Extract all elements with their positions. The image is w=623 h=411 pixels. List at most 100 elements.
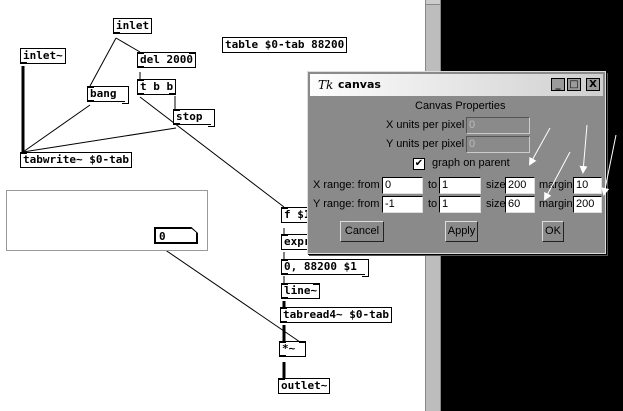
close-button[interactable]: X [586, 78, 600, 91]
table-object[interactable]: table $0-tab 88200 [222, 37, 348, 53]
tabwrite-object[interactable]: tabwrite~ $0-tab [20, 152, 132, 168]
control-wire [22, 104, 91, 153]
outlet-signal-object[interactable]: outlet~ [278, 378, 331, 394]
number-box-value: 0 [159, 230, 166, 243]
x-range-to-field[interactable]: 1 [439, 177, 481, 194]
control-wire [89, 37, 117, 87]
x-size-value: 200 [508, 179, 527, 191]
x-range-from-field[interactable]: 0 [382, 177, 423, 194]
trigger-object[interactable]: t b b [137, 79, 177, 95]
x-size-label: size [486, 179, 506, 191]
inlet-port[interactable] [88, 86, 94, 88]
x-from-value: 0 [385, 179, 392, 191]
outlet-port[interactable] [282, 297, 288, 299]
dialog-heading: Canvas Properties [415, 100, 506, 112]
y-range-from-field[interactable]: -1 [382, 196, 423, 213]
float-object[interactable]: f $1 [281, 207, 314, 223]
message-label: stop [176, 110, 203, 123]
x-margin-field[interactable]: 10 [573, 177, 602, 194]
x-to-value: 1 [442, 179, 449, 191]
inlet-port[interactable] [282, 283, 288, 285]
inlet-port[interactable] [299, 341, 305, 343]
apply-button[interactable]: Apply [445, 221, 478, 242]
delay-object[interactable]: del 2000 [137, 52, 196, 68]
inlet-port[interactable] [280, 341, 286, 343]
outlet-port[interactable] [174, 123, 180, 125]
y-units-field[interactable]: 0 [466, 136, 530, 153]
x-to-label: to [428, 179, 438, 191]
object-label: table $0-tab 88200 [225, 38, 345, 51]
expr-object[interactable]: expr [281, 234, 314, 250]
message-label: bang [90, 87, 117, 100]
object-label: del 2000 [140, 53, 193, 66]
inlet-port[interactable] [138, 79, 144, 81]
y-size-label: size [486, 198, 506, 210]
x-units-field[interactable]: 0 [466, 117, 530, 134]
y-margin-label: margin [539, 198, 573, 210]
x-margin-label: margin [539, 179, 573, 191]
inlet-object[interactable]: inlet [113, 18, 153, 34]
outlet-port[interactable] [114, 32, 120, 34]
number-box[interactable]: 0 [155, 228, 197, 243]
inlet-port[interactable] [313, 283, 320, 285]
object-label: inlet~ [23, 49, 63, 62]
object-label: outlet~ [281, 379, 328, 392]
y-size-field[interactable]: 60 [505, 196, 535, 213]
inlet-port[interactable] [188, 52, 195, 54]
cancel-button[interactable]: Cancel [340, 221, 384, 242]
control-wire [157, 244, 301, 343]
control-wire [115, 37, 141, 53]
object-label: tabwrite~ $0-tab [23, 153, 129, 166]
inlet-port[interactable] [281, 307, 287, 309]
outlet-port[interactable] [88, 100, 94, 102]
maximize-button[interactable]: □ [567, 78, 581, 91]
inlet-port[interactable] [282, 207, 288, 209]
inlet-port[interactable] [282, 259, 288, 261]
outlet-port[interactable] [138, 66, 144, 68]
y-to-value: 1 [442, 198, 449, 210]
bang-message[interactable]: bang [87, 86, 125, 102]
inlet-port[interactable] [279, 378, 285, 380]
outlet-port[interactable] [138, 93, 144, 95]
x-margin-value: 10 [576, 179, 589, 191]
inlet-port[interactable] [282, 234, 288, 236]
object-label: t b b [140, 80, 174, 93]
y-units-value: 0 [469, 138, 476, 150]
inlet-port[interactable] [21, 152, 27, 154]
minimize-button[interactable]: _ [551, 78, 565, 91]
inlet-port[interactable] [138, 52, 144, 54]
graph-on-parent-label: graph on parent [432, 157, 510, 169]
y-size-value: 60 [508, 198, 521, 210]
x-range-label: X range: from [313, 179, 380, 191]
tk-app-icon: Tk [318, 78, 334, 92]
y-units-label: Y units per pixel [386, 138, 465, 150]
outlet-port[interactable] [281, 321, 287, 323]
graph-on-parent-checkbox[interactable]: ✔ [413, 158, 425, 170]
line-message[interactable]: 0, 88200 $1 [281, 259, 365, 275]
control-wire [139, 96, 285, 208]
x-units-value: 0 [469, 119, 476, 131]
tabread4-object[interactable]: tabread4~ $0-tab [280, 307, 392, 323]
x-size-field[interactable]: 200 [505, 177, 535, 194]
ok-button[interactable]: OK [542, 221, 564, 242]
outlet-port[interactable] [280, 355, 286, 357]
object-label: f $1 [284, 208, 311, 221]
inlet-signal-object[interactable]: inlet~ [20, 48, 66, 64]
outlet-port[interactable] [21, 62, 27, 64]
inlet-port[interactable] [174, 109, 180, 111]
y-to-label: to [428, 198, 438, 210]
canvas-properties-dialog: Tk canvas _ □ X Canvas Properties X unit… [307, 71, 606, 254]
object-label: expr [284, 235, 311, 248]
stop-message[interactable]: stop [173, 109, 211, 125]
dialog-title: canvas [338, 78, 381, 91]
y-range-to-field[interactable]: 1 [439, 196, 481, 213]
scrollbar-thumb[interactable] [426, 0, 440, 5]
object-label: tabread4~ $0-tab [283, 308, 389, 321]
dialog-titlebar[interactable]: Tk canvas _ □ X [310, 74, 603, 96]
outlet-port[interactable] [169, 93, 176, 95]
outlet-port[interactable] [282, 273, 288, 275]
line-tilde-object[interactable]: line~ [281, 283, 321, 299]
y-range-label: Y range: from [313, 198, 380, 210]
y-margin-field[interactable]: 200 [573, 196, 602, 213]
multiply-signal-object[interactable]: *~ [279, 341, 306, 357]
